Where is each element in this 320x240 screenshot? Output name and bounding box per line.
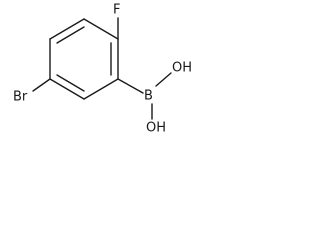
ring-bond-bottom-left <box>49 78 85 100</box>
fluorine-label: F <box>113 3 120 18</box>
ring-bond-top-right <box>83 18 119 40</box>
bond-b-oh-upper <box>155 72 172 87</box>
chemical-structure: F Br B OH OH <box>13 3 192 136</box>
bond-c-br <box>32 78 51 92</box>
hydroxyl-upper-label: OH <box>172 61 192 76</box>
hydroxyl-lower-label: OH <box>146 121 166 136</box>
benzene-ring <box>49 18 119 100</box>
bond-c-b <box>117 78 144 94</box>
ring-bond-top <box>49 18 85 40</box>
boron-label: B <box>144 89 153 104</box>
bromine-label: Br <box>13 90 28 105</box>
ring-bond-bottom-right <box>83 78 119 100</box>
ring-double-bond-bottom-left <box>56 74 85 92</box>
ring-double-bond-top <box>56 26 85 44</box>
